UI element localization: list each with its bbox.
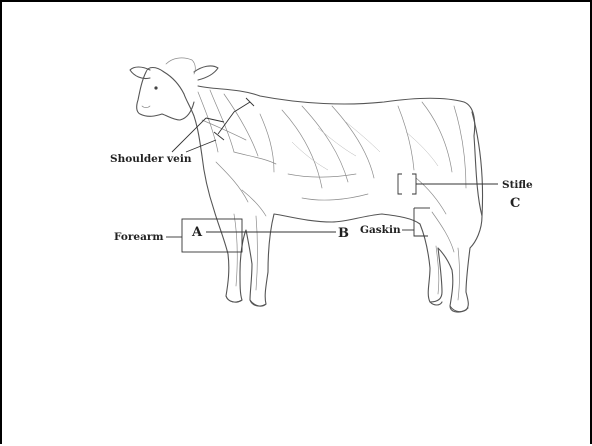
label-gaskin: Gaskin bbox=[360, 224, 401, 236]
leader-lines bbox=[166, 98, 498, 252]
cattle-illustration bbox=[130, 58, 483, 312]
label-letter-a: A bbox=[191, 225, 203, 240]
label-letter-c: C bbox=[510, 196, 520, 211]
label-shoulder-vein: Shoulder vein bbox=[110, 153, 192, 165]
label-stifle: Stifle bbox=[502, 179, 533, 191]
label-forearm: Forearm bbox=[114, 231, 164, 243]
label-letter-b: B bbox=[338, 226, 349, 241]
